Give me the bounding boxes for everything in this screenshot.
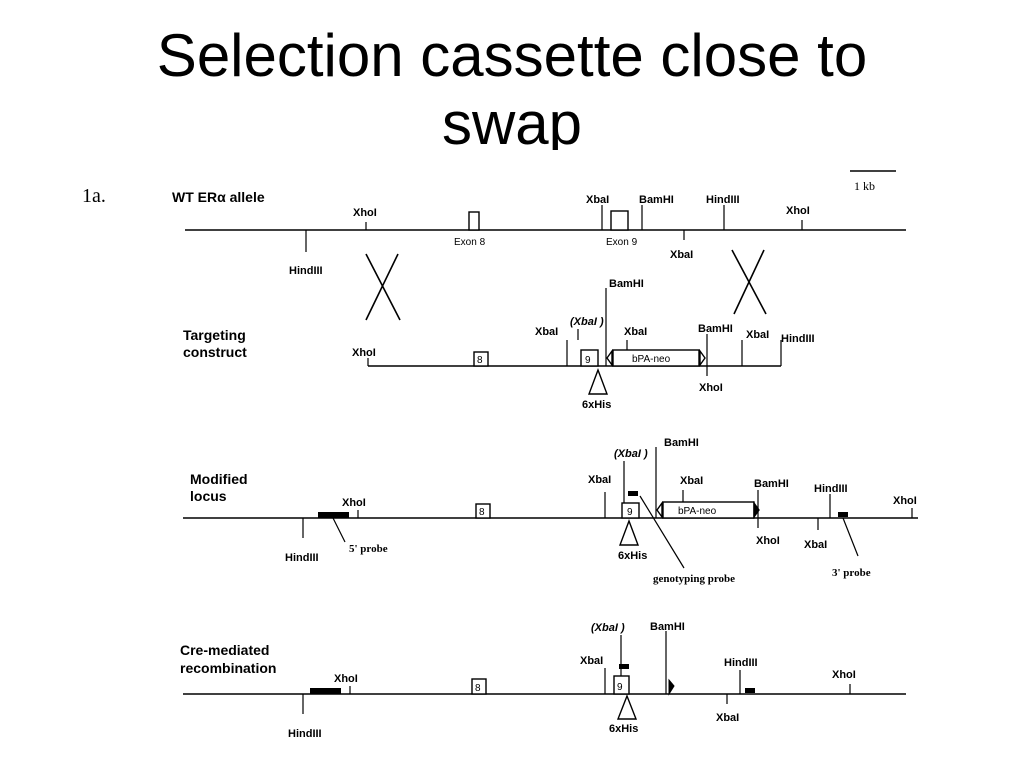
modified-3-probe-label: 3' probe bbox=[832, 567, 871, 579]
cre-exon9-label: 9 bbox=[617, 682, 623, 693]
cre-xhoi-left-label: XhoI bbox=[334, 673, 358, 685]
cre-xbai-paren-label: (XbaI ) bbox=[591, 622, 625, 634]
wt-exon9-label: Exon 9 bbox=[606, 237, 638, 248]
targeting-6xhis-label: 6xHis bbox=[582, 399, 611, 411]
modified-xbai-mid-label: XbaI bbox=[680, 475, 703, 487]
targeting-construct: Targeting construct XhoI 8 XbaI (XbaI ) … bbox=[183, 278, 815, 411]
modified-locus: Modified locus HindIII 5' probe XhoI 8 X… bbox=[183, 437, 918, 585]
cre-hindiii-left-label: HindIII bbox=[288, 728, 322, 740]
wt-hindiii-left-label: HindIII bbox=[289, 265, 323, 277]
modified-exon8-label: 8 bbox=[479, 507, 485, 518]
modified-hindiii-right-label: HindIII bbox=[814, 483, 848, 495]
targeting-bamhi-top-label: BamHI bbox=[609, 278, 644, 290]
modified-loxp-left-icon bbox=[656, 500, 663, 520]
modified-3-probe-pointer bbox=[842, 517, 859, 557]
modified-xhoi-bottom-label: XhoI bbox=[756, 535, 780, 547]
crossover-left-icon bbox=[365, 253, 401, 321]
targeting-xhoi-left-label: XhoI bbox=[352, 347, 376, 359]
crossover-right-icon bbox=[731, 249, 767, 315]
modified-xhoi-right-label: XhoI bbox=[893, 495, 917, 507]
cre-label-line-2: recombination bbox=[180, 660, 276, 676]
targeting-label-line-2: construct bbox=[183, 344, 247, 360]
wt-exon8-box bbox=[468, 211, 480, 231]
targeting-bamhi-right-label: BamHI bbox=[698, 323, 733, 335]
wt-exon9-box bbox=[610, 210, 629, 231]
panel-label: 1a. bbox=[82, 185, 106, 207]
cre-hindiii-right-label: HindIII bbox=[724, 657, 758, 669]
cre-exon8-label: 8 bbox=[475, 683, 481, 694]
cre-6xhis-label: 6xHis bbox=[609, 723, 638, 735]
wt-xhoi-right-label: XhoI bbox=[786, 205, 810, 217]
modified-genotyping-probe-bar bbox=[628, 491, 638, 496]
wt-xbai-top-label: XbaI bbox=[586, 194, 609, 206]
modified-3-probe-bar bbox=[838, 512, 848, 517]
targeting-exon9-label: 9 bbox=[585, 355, 591, 366]
targeting-neo-label: bPA-neo bbox=[632, 354, 671, 365]
targeting-hindiii-label: HindIII bbox=[781, 333, 815, 345]
wt-allele: WT ERα allele HindIII XhoI Exon 8 XbaI E… bbox=[172, 189, 906, 277]
cre-5-probe-bar bbox=[310, 688, 341, 694]
targeting-loxp-left-icon bbox=[606, 348, 613, 368]
targeting-xbai-paren-label: (XbaI ) bbox=[570, 316, 604, 328]
cre-xhoi-right-label: XhoI bbox=[832, 669, 856, 681]
targeting-neo-box bbox=[612, 349, 700, 367]
targeting-xbai-mid-label: XbaI bbox=[624, 326, 647, 338]
modified-label-line-2: locus bbox=[190, 488, 227, 504]
modified-xhoi-left-label: XhoI bbox=[342, 497, 366, 509]
modified-bamhi-right-label: BamHI bbox=[754, 478, 789, 490]
cre-exon9-box bbox=[613, 675, 630, 695]
wt-exon8-label: Exon 8 bbox=[454, 237, 486, 248]
modified-6xhis-label: 6xHis bbox=[618, 550, 647, 562]
modified-5-probe-pointer bbox=[332, 517, 346, 543]
wt-hindiii-top-label: HindIII bbox=[706, 194, 740, 206]
wt-allele-label: WT ERα allele bbox=[172, 189, 265, 205]
targeting-exon8-box bbox=[473, 351, 489, 367]
wt-xhoi-left-label: XhoI bbox=[353, 207, 377, 219]
modified-hindiii-left-label: HindIII bbox=[285, 552, 319, 564]
targeting-exon8-label: 8 bbox=[477, 355, 483, 366]
targeting-exon9-box bbox=[580, 349, 599, 367]
cre-label-line-1: Cre-mediated bbox=[180, 642, 269, 658]
modified-xbai-bottom-label: XbaI bbox=[804, 539, 827, 551]
slide-title-line-1: Selection cassette close to bbox=[156, 22, 868, 89]
modified-xbai-left-label: XbaI bbox=[588, 474, 611, 486]
modified-exon9-box bbox=[621, 502, 640, 519]
wt-xbai-bottom-label: XbaI bbox=[670, 249, 693, 261]
modified-loxp-right-icon bbox=[753, 500, 760, 520]
cre-xbai-bottom-label: XbaI bbox=[716, 712, 739, 724]
cre-loxp-icon bbox=[668, 678, 675, 696]
modified-genotyping-probe-pointer bbox=[639, 495, 685, 569]
targeting-6xhis-triangle-icon bbox=[587, 368, 609, 395]
scale-bar-label: 1 kb bbox=[854, 179, 875, 193]
targeting-xbai-right-label: XbaI bbox=[746, 329, 769, 341]
modified-bamhi-top-label: BamHI bbox=[664, 437, 699, 449]
modified-5-probe-label: 5' probe bbox=[349, 543, 388, 555]
wt-bamhi-label: BamHI bbox=[639, 194, 674, 206]
modified-exon9-label: 9 bbox=[627, 507, 633, 518]
modified-exon8-box bbox=[475, 503, 491, 519]
modified-genotyping-probe-label: genotyping probe bbox=[653, 573, 735, 585]
targeting-xbai-left-label: XbaI bbox=[535, 326, 558, 338]
cre-recombination: Cre-mediated recombination HindIII XhoI … bbox=[180, 621, 906, 740]
cre-3-probe-bar bbox=[745, 688, 755, 693]
modified-xbai-paren-label: (XbaI ) bbox=[614, 448, 648, 460]
cre-6xhis-triangle-icon bbox=[616, 694, 638, 720]
slide-title: Selection cassette close to swap bbox=[0, 22, 1024, 150]
modified-5-probe-bar bbox=[318, 512, 349, 518]
cre-xbai-left-label: XbaI bbox=[580, 655, 603, 667]
modified-neo-label: bPA-neo bbox=[678, 506, 717, 517]
cre-exon8-box bbox=[471, 678, 487, 695]
modified-label-line-1: Modified bbox=[190, 471, 248, 487]
targeting-label-line-1: Targeting bbox=[183, 327, 246, 343]
cre-bamhi-label: BamHI bbox=[650, 621, 685, 633]
cre-genotyping-probe-bar bbox=[619, 664, 629, 669]
targeting-xhoi-bottom-label: XhoI bbox=[699, 382, 723, 394]
slide-title-line-2: swap bbox=[441, 90, 583, 150]
modified-6xhis-triangle-icon bbox=[618, 519, 640, 546]
targeting-loxp-right-icon bbox=[699, 348, 706, 368]
